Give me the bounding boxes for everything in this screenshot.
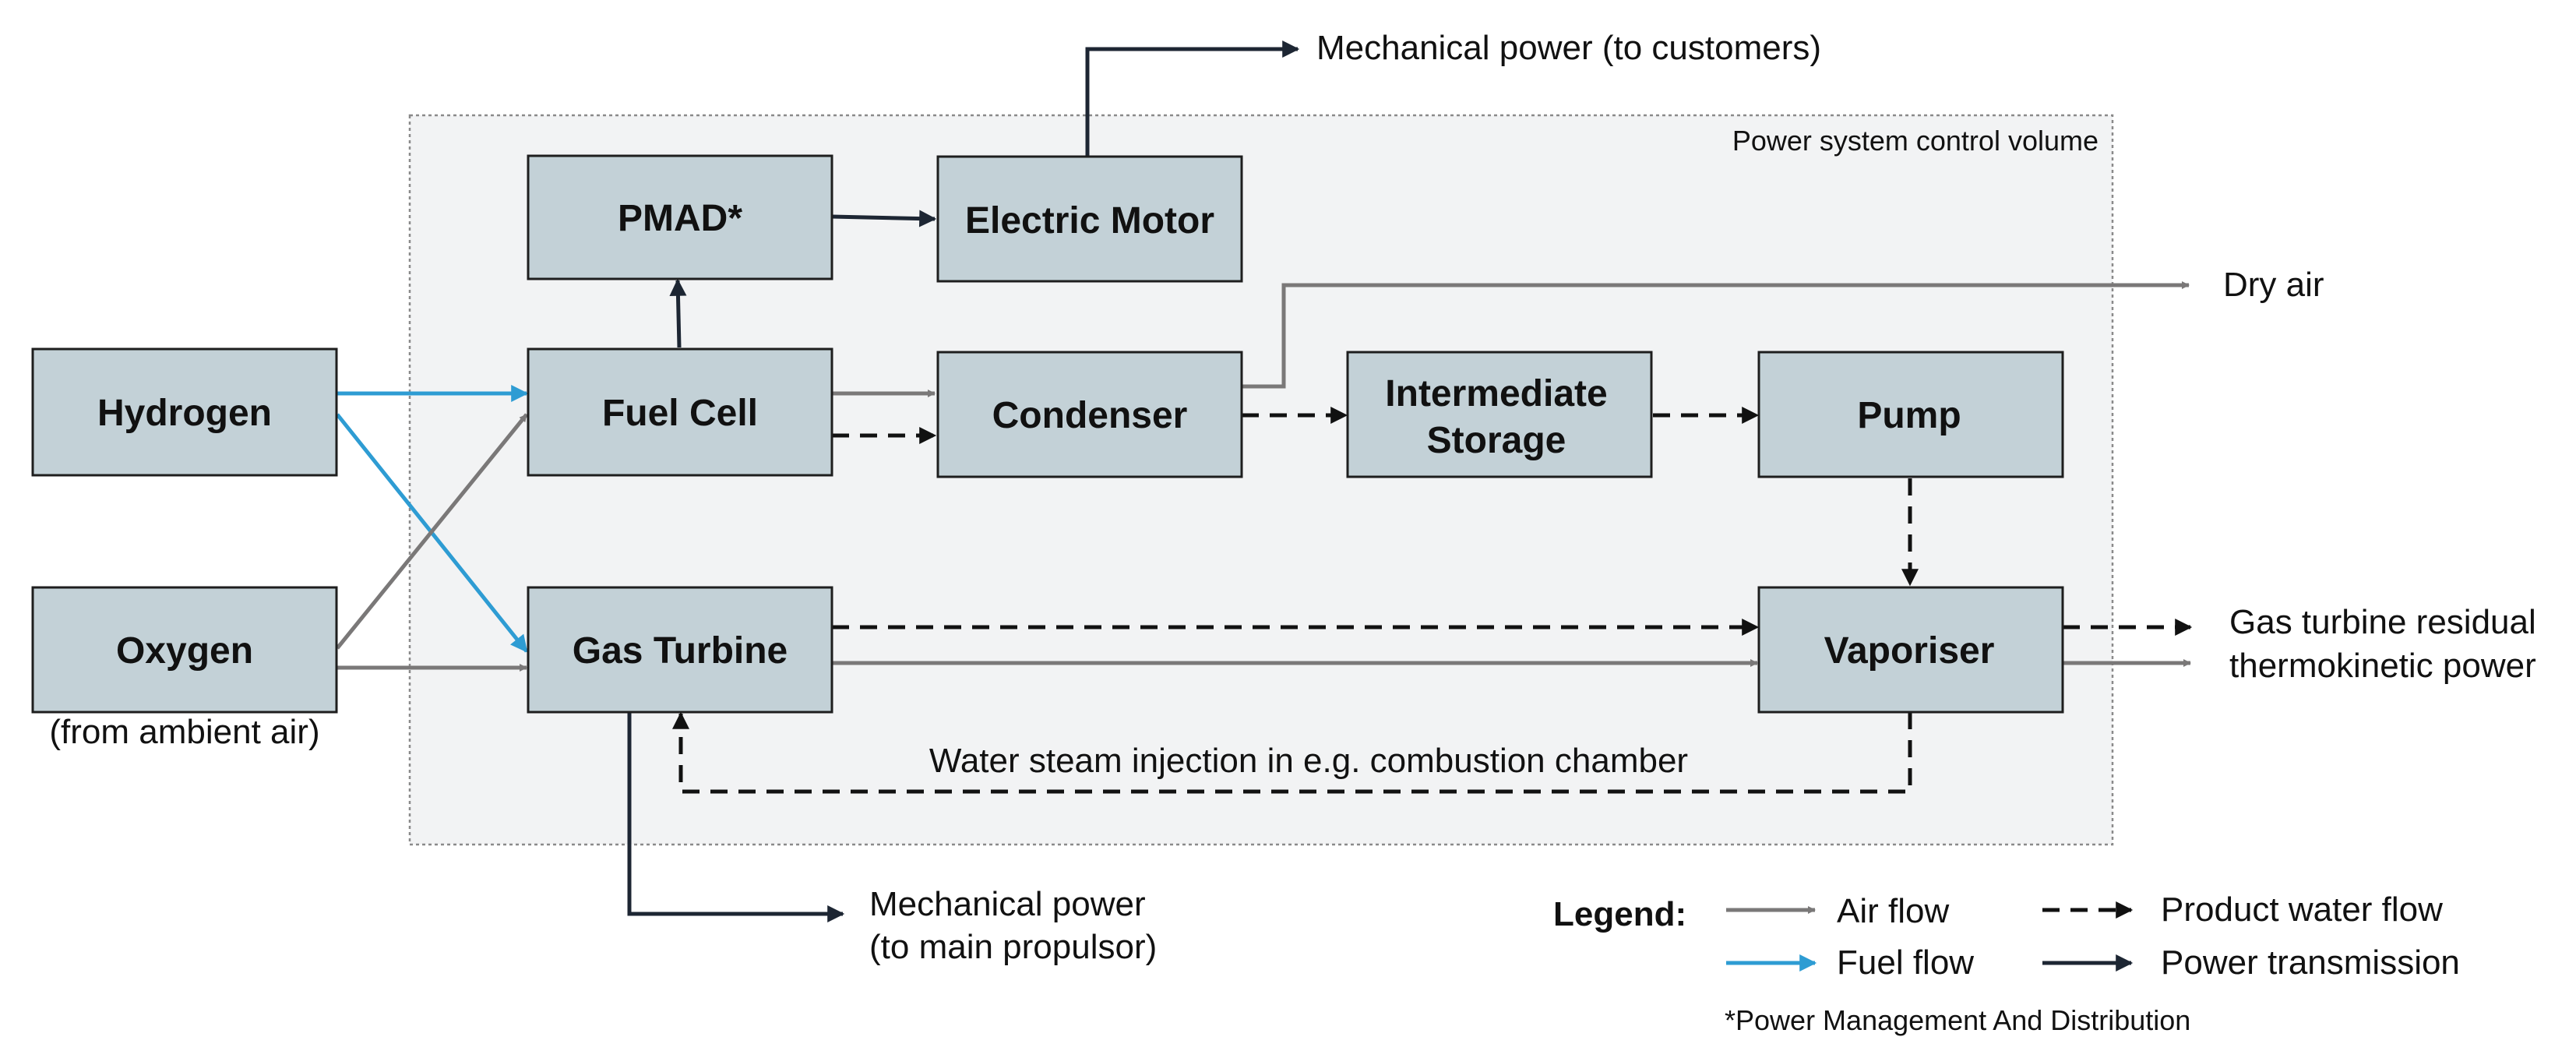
air-arrow-oxygen-to-fuelcell: [336, 413, 528, 650]
intermediate-storage-label-line2: Storage: [1427, 420, 1566, 461]
oxygen-label: Oxygen: [116, 630, 253, 672]
legend: Legend: Air flow Fuel flow Product water…: [1553, 890, 2460, 1036]
legend-water-flow-label: Product water flow: [2161, 890, 2443, 929]
hydrogen-label: Hydrogen: [97, 393, 272, 434]
pump-box: Pump: [1757, 351, 2064, 478]
fuel-cell-label: Fuel Cell: [602, 393, 758, 434]
mech-power-propulsor-label-line2: (to main propulsor): [869, 928, 1157, 966]
mech-power-customers-label: Mechanical power (to customers): [1316, 29, 1821, 67]
oxygen-box: Oxygen: [31, 586, 338, 714]
condenser-label: Condenser: [992, 395, 1188, 436]
power-arrow-fuelcell-to-pmad: [669, 278, 687, 348]
vaporiser-box: Vaporiser: [1757, 586, 2064, 714]
pmad-box: PMAD*: [527, 154, 833, 280]
legend-title: Legend:: [1553, 895, 1686, 933]
air-arrow-condenser-to-dry-air: [1242, 281, 2190, 389]
power-arrow-pmad-to-motor: [831, 210, 937, 227]
gas-turbine-box: Gas Turbine: [527, 586, 833, 714]
gas-turbine-label: Gas Turbine: [573, 630, 788, 672]
power-arrow-turbine-to-propulsor: [627, 712, 845, 922]
intermediate-storage-box: Intermediate Storage: [1346, 351, 1653, 478]
vaporiser-label: Vaporiser: [1824, 630, 1995, 672]
water-arrow-steam-injection: [672, 711, 1912, 794]
oxygen-source-label: (from ambient air): [49, 713, 319, 751]
control-volume-label: Power system control volume: [1732, 125, 2099, 157]
intermediate-storage-label-line1: Intermediate: [1385, 373, 1607, 414]
legend-footnote: *Power Management And Distribution: [1725, 1004, 2190, 1036]
electric-motor-label: Electric Motor: [965, 200, 1214, 242]
gt-residual-label-line1: Gas turbine residual: [2229, 603, 2536, 641]
power-arrow-motor-to-customers: [1085, 41, 1300, 157]
legend-air-flow-label: Air flow: [1837, 892, 1949, 930]
electric-motor-box: Electric Motor: [936, 155, 1243, 283]
pump-label: Pump: [1857, 395, 1961, 436]
hydrogen-box: Hydrogen: [31, 347, 338, 477]
water-steam-injection-label: Water steam injection in e.g. combustion…: [929, 742, 1688, 780]
condenser-box: Condenser: [936, 351, 1243, 478]
gt-residual-label-line2: thermokinetic power: [2229, 647, 2536, 685]
pmad-label: PMAD*: [618, 198, 742, 239]
legend-fuel-flow-label: Fuel flow: [1837, 943, 1974, 982]
mech-power-propulsor-label-line1: Mechanical power: [869, 885, 1146, 923]
legend-power-label: Power transmission: [2161, 943, 2460, 982]
dry-air-label: Dry air: [2223, 266, 2324, 304]
fuel-cell-box: Fuel Cell: [527, 347, 833, 477]
